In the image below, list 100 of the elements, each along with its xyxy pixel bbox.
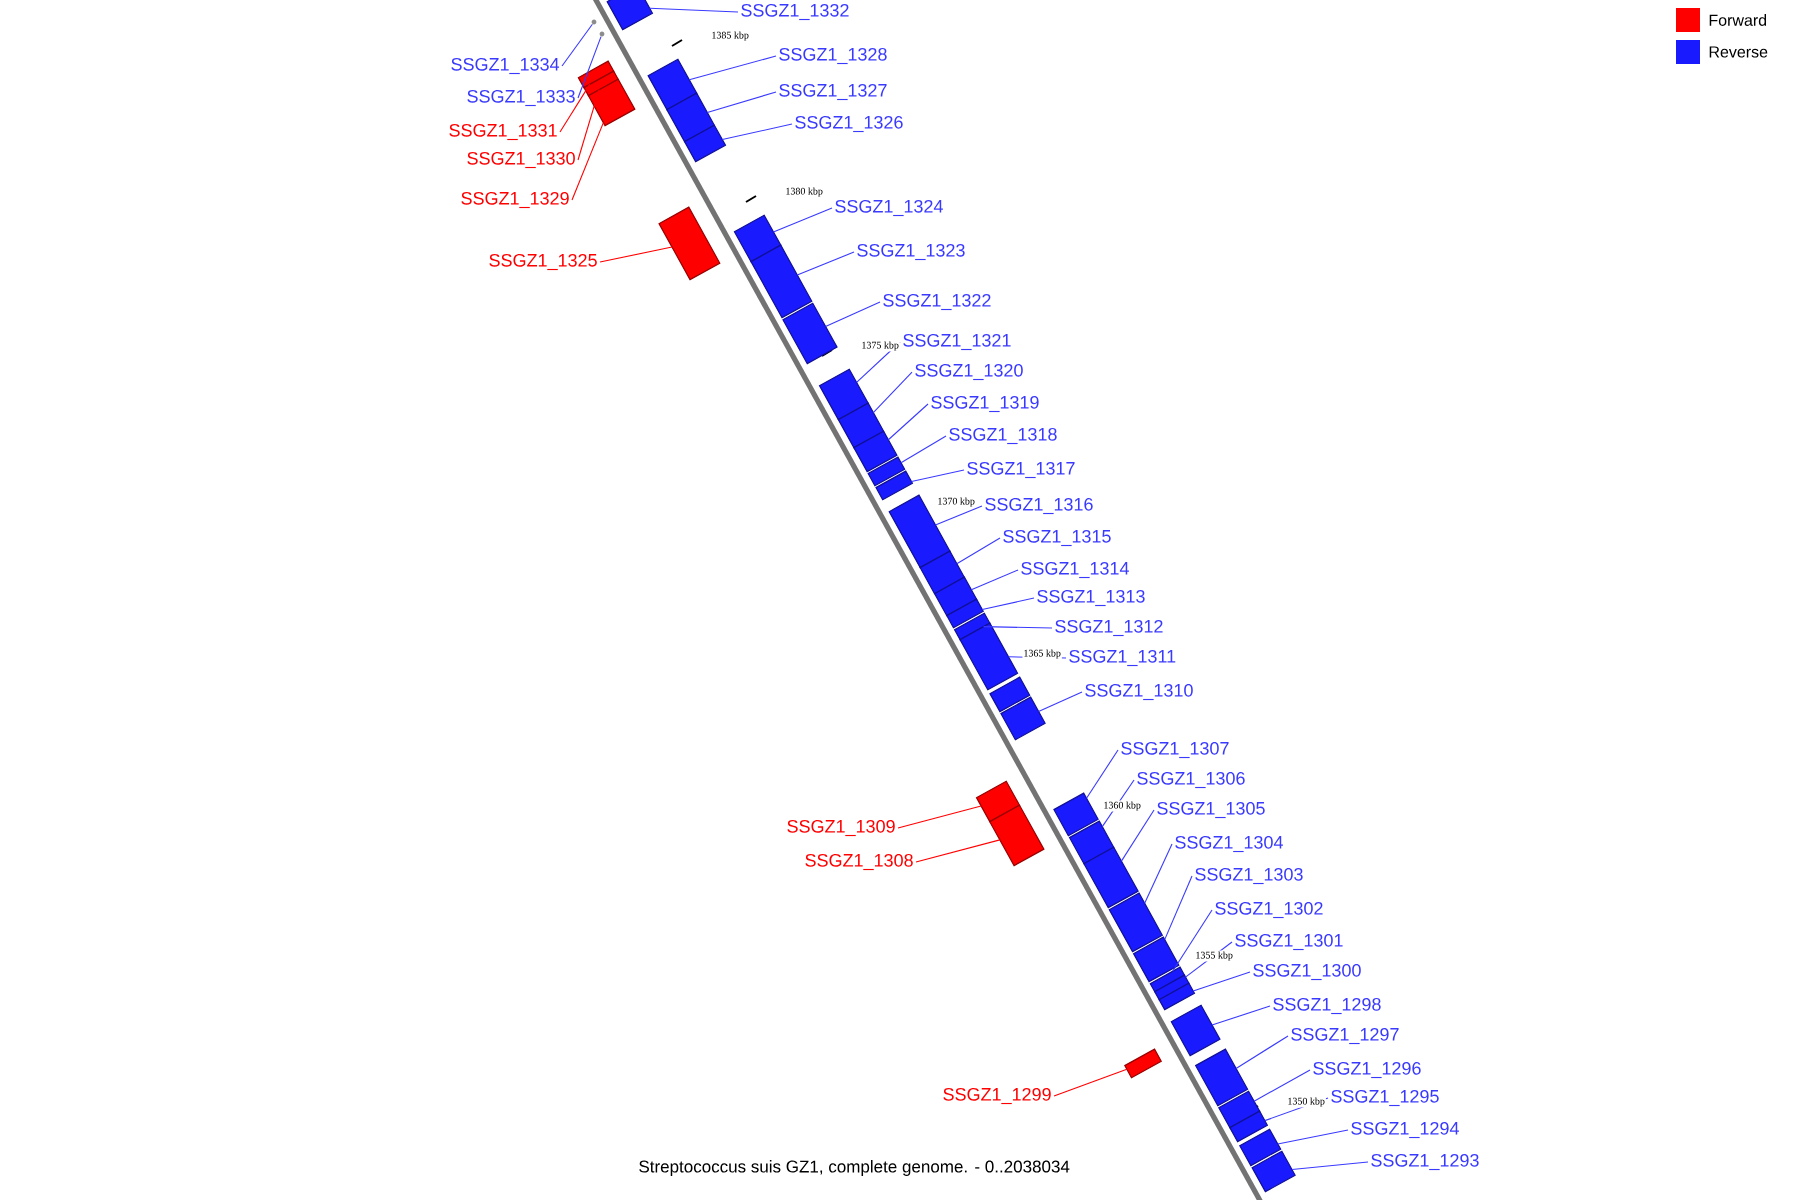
gene-label: SSGZ1_1330 <box>467 151 575 169</box>
gene-label: SSGZ1_1295 <box>1331 1089 1439 1107</box>
leader-line <box>1184 941 1233 978</box>
gene-block <box>933 576 978 617</box>
gene-block <box>953 612 991 641</box>
gene-label: SSGZ1_1326 <box>795 115 903 133</box>
gene-label: SSGZ1_1328 <box>779 47 887 65</box>
gene-label: SSGZ1_1316 <box>985 497 1093 515</box>
gene-label: SSGZ1_1315 <box>1003 529 1111 547</box>
leader-line <box>934 505 983 526</box>
leader-line <box>1277 1129 1349 1145</box>
gene-block <box>1158 982 1196 1011</box>
leader-line <box>1235 1035 1289 1069</box>
gene-label: SSGZ1_1309 <box>787 819 895 837</box>
gene-block <box>1239 1128 1282 1167</box>
leader-line <box>956 537 1001 565</box>
leader-line <box>872 371 913 414</box>
leader-line <box>1172 909 1213 972</box>
gene-block <box>853 430 898 473</box>
gene-label: SSGZ1_1300 <box>1253 963 1361 981</box>
leader-line <box>981 597 1035 611</box>
gene-label: SSGZ1_1325 <box>489 253 597 271</box>
leader-line <box>559 83 591 133</box>
gene-block <box>1194 1048 1249 1107</box>
leader-line <box>983 626 1053 629</box>
gene-label: SSGZ1_1308 <box>805 853 913 871</box>
leader-line <box>1144 843 1173 904</box>
gene-block <box>733 214 782 263</box>
gene-label: SSGZ1_1324 <box>835 199 943 217</box>
gene-block <box>647 58 698 111</box>
leader-line <box>561 23 593 67</box>
gene-block <box>782 302 838 365</box>
leader-line <box>649 7 739 13</box>
gene-label: SSGZ1_1322 <box>883 293 991 311</box>
leader-line <box>1038 691 1083 712</box>
gene-label: SSGZ1_1327 <box>779 83 887 101</box>
gene-block <box>1251 1150 1296 1193</box>
gene-label: SSGZ1_1320 <box>915 363 1023 381</box>
leader-line <box>706 91 777 113</box>
gene-label: SSGZ1_1311 <box>1069 649 1176 667</box>
leader-line <box>1164 875 1193 941</box>
leader-line <box>1211 1005 1271 1026</box>
leader-line <box>599 246 673 263</box>
leader-line <box>1264 1097 1329 1122</box>
gene-label: SSGZ1_1307 <box>1121 741 1229 759</box>
gene-label: SSGZ1_1305 <box>1157 801 1265 819</box>
leader-line <box>900 435 947 464</box>
leader-line <box>1291 1161 1369 1171</box>
leader-line <box>1053 1068 1128 1097</box>
gene-label: SSGZ1_1331 <box>449 123 557 141</box>
gene-block <box>867 456 906 487</box>
gene-label: SSGZ1_1314 <box>1021 561 1129 579</box>
leader-line <box>577 89 600 161</box>
gene-label: SSGZ1_1318 <box>949 427 1057 445</box>
gene-label: SSGZ1_1297 <box>1291 1027 1399 1045</box>
leader-line <box>897 805 982 829</box>
leader-line <box>1192 971 1251 992</box>
gene-label: SSGZ1_1323 <box>857 243 965 261</box>
gene-block <box>837 402 885 449</box>
gene-label: SSGZ1_1317 <box>967 461 1075 479</box>
gene-label: SSGZ1_1321 <box>903 333 1011 351</box>
leader-line <box>571 122 604 201</box>
leader-line <box>721 123 793 141</box>
leader-line <box>796 251 855 276</box>
gene-block <box>750 244 813 319</box>
gene-block <box>1218 1090 1261 1129</box>
gene-block <box>658 206 721 281</box>
leader-line <box>688 55 777 81</box>
gene-block <box>989 676 1031 713</box>
gene-label: SSGZ1_1313 <box>1037 589 1145 607</box>
leader-line <box>1120 809 1155 862</box>
caption: Streptococcus suis GZ1, complete genome. - 0..2038034 <box>639 1160 1070 1176</box>
leader-line <box>1007 656 1067 659</box>
gene-block <box>1068 820 1115 865</box>
gene-label: SSGZ1_1294 <box>1351 1121 1459 1139</box>
gene-label: SSGZ1_1303 <box>1195 867 1303 885</box>
gene-label: SSGZ1_1310 <box>1085 683 1193 701</box>
gene-block <box>975 780 1021 823</box>
gene-label: SSGZ1_1333 <box>467 89 575 107</box>
gene-block <box>1053 792 1099 837</box>
leader-line <box>1086 749 1119 799</box>
legend-label: Reverse <box>1709 46 1768 58</box>
gene-block <box>988 804 1045 867</box>
gene-block <box>1083 846 1139 909</box>
legend-label: Forward <box>1709 14 1767 26</box>
leader-line <box>577 36 602 99</box>
gene-block <box>818 368 869 421</box>
leader-line <box>1101 779 1135 828</box>
leader-line <box>772 207 833 233</box>
gene-label: SSGZ1_1302 <box>1215 901 1323 919</box>
gene-label: SSGZ1_1301 <box>1235 933 1343 951</box>
gene-label: SSGZ1_1312 <box>1055 619 1163 637</box>
gene-label: SSGZ1_1299 <box>943 1087 1051 1105</box>
gene-label: SSGZ1_1306 <box>1137 771 1245 789</box>
gene-block <box>606 0 654 31</box>
gene-label: SSGZ1_1319 <box>931 395 1039 413</box>
gene-label: SSGZ1_1304 <box>1175 835 1283 853</box>
leader-line <box>1253 1069 1311 1102</box>
leader-line <box>915 839 1001 863</box>
gene-label: SSGZ1_1293 <box>1371 1153 1479 1171</box>
